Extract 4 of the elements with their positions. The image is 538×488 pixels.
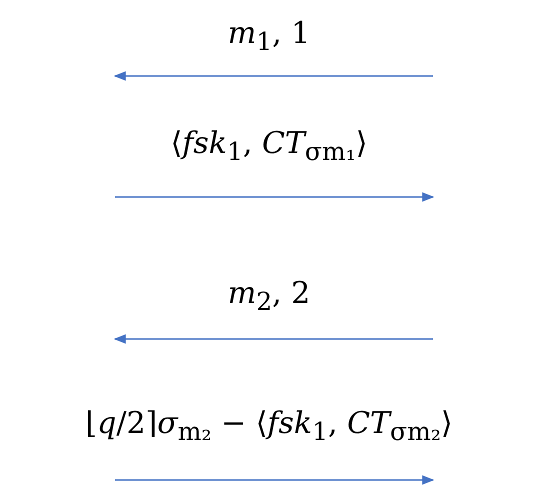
message-label: ⌊q/2⌉σ$_{m₂}$ − ⟨fsk$_{1}$, CT$_{σm₂}$⟩ xyxy=(85,406,453,448)
message-label: ⟨fsk$_{1}$, CT$_{σm₁}$⟩ xyxy=(170,126,368,168)
message-label: m$_{1}$, 1 xyxy=(228,16,310,58)
message-label: m$_{2}$, 2 xyxy=(228,276,310,318)
